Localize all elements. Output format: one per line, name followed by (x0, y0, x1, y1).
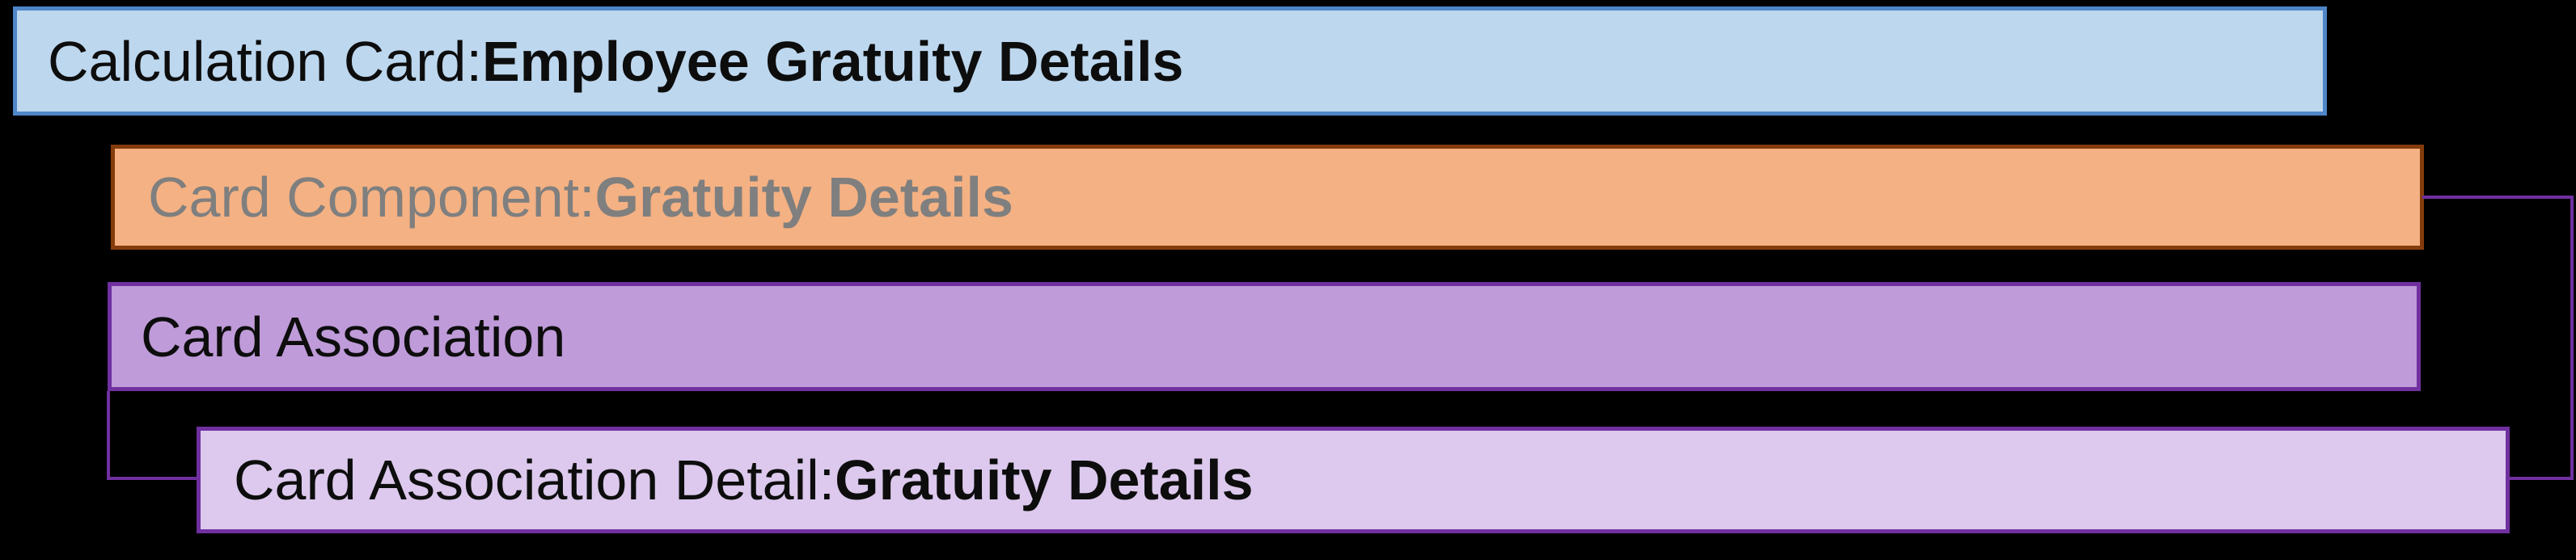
box-card-association-detail: Card Association Detail: Gratuity Detail… (197, 427, 2510, 533)
connector-component-to-detail-bottom (2508, 477, 2574, 480)
connector-component-to-detail-top (2422, 196, 2574, 199)
calculation-card-label: Calculation Card: (48, 29, 482, 93)
connector-association-to-detail-horizontal (107, 477, 197, 480)
box-calculation-card: Calculation Card: Employee Gratuity Deta… (13, 6, 2327, 116)
card-association-label: Card Association (141, 305, 566, 368)
connector-association-to-detail-vertical (107, 391, 110, 480)
card-association-detail-label: Card Association Detail: (234, 448, 835, 512)
box-card-association: Card Association (108, 282, 2421, 391)
card-association-detail-value: Gratuity Details (835, 448, 1254, 512)
calculation-card-value: Employee Gratuity Details (481, 29, 1184, 93)
box-card-component: Card Component: Gratuity Details (111, 145, 2424, 250)
card-component-label: Card Component: (148, 166, 595, 229)
connector-component-to-detail-vertical (2570, 196, 2574, 480)
card-component-value: Gratuity Details (594, 166, 1013, 229)
